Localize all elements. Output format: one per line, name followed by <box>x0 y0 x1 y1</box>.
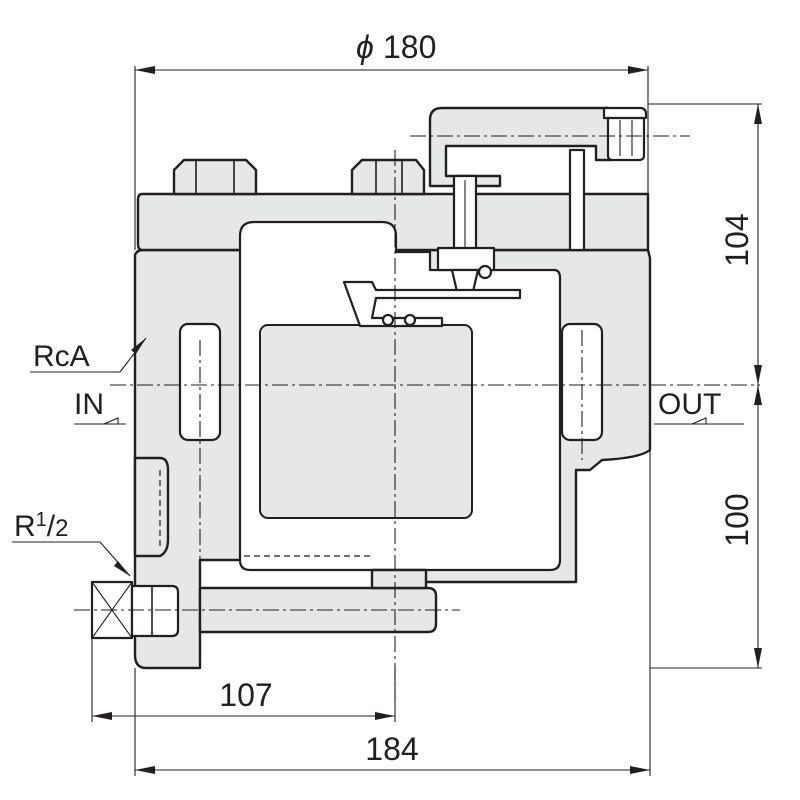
out-marker <box>654 417 744 425</box>
float-window <box>259 324 473 519</box>
in-marker <box>74 417 126 425</box>
rca-leader <box>30 337 147 373</box>
drain-boss <box>133 456 170 558</box>
cover-bolt-right <box>350 158 426 196</box>
offset-drain-label: 107 <box>219 677 272 713</box>
inlet-label: IN <box>74 388 104 421</box>
inlet-thread-label: RcA <box>33 340 90 373</box>
diameter-symbol: ϕ <box>356 29 374 65</box>
r-half-leader <box>12 541 131 577</box>
dimension-184 <box>134 450 651 776</box>
height-upper-label: 104 <box>719 213 755 266</box>
drain-plug-separator: / <box>47 510 56 543</box>
construction-lines <box>74 135 760 700</box>
drain-plug-label: R1/2 <box>14 509 69 543</box>
drain-plug-numerator: 1 <box>36 509 47 531</box>
float-arm <box>342 280 522 328</box>
trap-body <box>90 106 652 670</box>
drain-plug-thread <box>130 584 180 638</box>
outlet-label: OUT <box>658 388 721 421</box>
diameter-value: 180 <box>383 29 436 65</box>
dimension-104 <box>648 103 762 385</box>
support-post <box>568 148 586 252</box>
dimension-107 <box>91 638 396 722</box>
drain-plug-prefix: R <box>14 510 36 543</box>
overall-width-label: 184 <box>365 731 418 767</box>
drain-passage-neck <box>370 568 428 590</box>
bracket-screw <box>606 114 646 162</box>
dimension-100 <box>650 385 762 669</box>
cover-bolt-left <box>172 158 258 196</box>
drain-plug-denominator: 2 <box>55 515 68 542</box>
height-lower-label: 100 <box>719 493 755 546</box>
dimension-phi180 <box>134 66 649 250</box>
